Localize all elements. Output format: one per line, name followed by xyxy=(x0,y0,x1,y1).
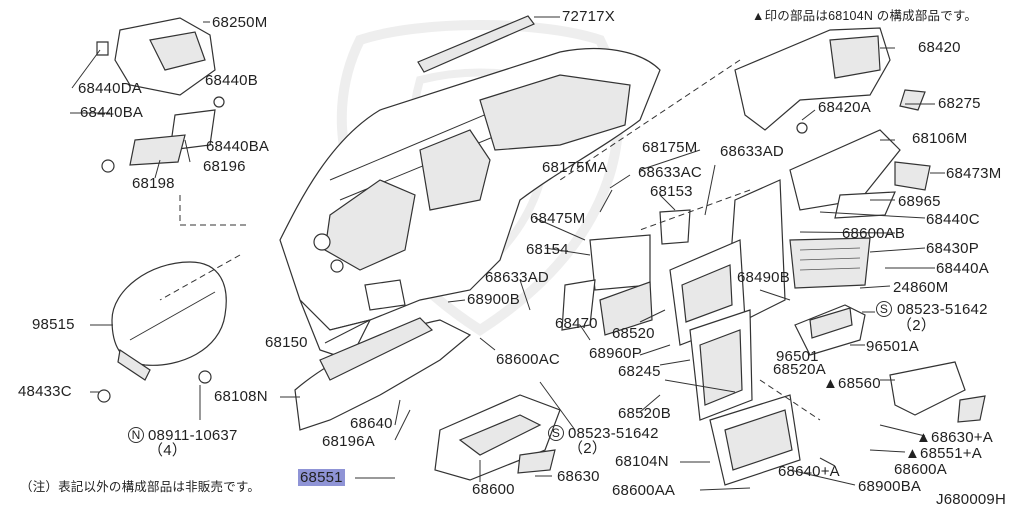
part-label-68640[interactable]: 68640 xyxy=(350,415,393,432)
part-label-72717X[interactable]: 72717X xyxy=(562,8,615,25)
part-label-68420A[interactable]: 68420A xyxy=(818,99,871,116)
instrument-panel xyxy=(279,47,661,361)
part-label-68245[interactable]: 68245 xyxy=(618,363,661,380)
part-label-96501A[interactable]: 96501A xyxy=(866,338,919,355)
part-label-68420[interactable]: 68420 xyxy=(918,39,961,56)
part-qty-08911-10637: （4） xyxy=(148,442,187,459)
part-label-68196[interactable]: 68196 xyxy=(203,158,246,175)
airbag-module xyxy=(97,261,227,403)
part-label-68965[interactable]: 68965 xyxy=(898,193,941,210)
center-bezel xyxy=(669,239,753,421)
part-label-68150[interactable]: 68150 xyxy=(265,334,308,351)
header-note: ▲印の部品は68104N の構成部品です。 xyxy=(752,9,978,23)
part-label-68900B[interactable]: 68900B xyxy=(467,291,520,308)
part-label-68175MA[interactable]: 68175MA xyxy=(542,159,608,176)
part-label-24860M[interactable]: 24860M xyxy=(893,279,949,296)
part-label-68440BA-right[interactable]: 68440BA xyxy=(206,138,270,155)
part-label-68633AD-top[interactable]: 68633AD xyxy=(720,143,784,160)
leader-lines xyxy=(70,16,945,491)
part-label-68106M[interactable]: 68106M xyxy=(912,130,968,147)
lower-box xyxy=(709,394,801,486)
part-label-68633AC[interactable]: 68633AC xyxy=(638,164,702,181)
cluster-hood xyxy=(734,27,926,134)
highlight-68551: 68551 xyxy=(298,469,345,486)
part-label-08523-51642-right[interactable]: 08523-51642 xyxy=(897,301,988,318)
defroster-strip xyxy=(417,15,535,73)
part-label-68175M[interactable]: 68175M xyxy=(642,139,698,156)
part-label-68275[interactable]: 68275 xyxy=(938,95,981,112)
part-label-08911-10637[interactable]: 08911-10637 xyxy=(148,427,238,444)
part-label-68154[interactable]: 68154 xyxy=(526,241,569,258)
part-label-68560[interactable]: ▲68560 xyxy=(823,375,881,392)
heater-control xyxy=(789,237,871,289)
s-circle-mark: S xyxy=(876,301,892,317)
part-qty-08523-51642-lower: （2） xyxy=(568,440,607,457)
part-label-68600AA[interactable]: 68600AA xyxy=(612,482,676,499)
part-label-68104N[interactable]: 68104N xyxy=(615,453,669,470)
part-label-98515[interactable]: 98515 xyxy=(32,316,75,333)
part-label-68551-highlighted[interactable]: 68551 xyxy=(298,469,345,486)
console-lid xyxy=(96,17,225,108)
part-label-68633AD-mid[interactable]: 68633AD xyxy=(485,269,549,286)
part-label-68440B[interactable]: 68440B xyxy=(205,72,258,89)
storage-pocket xyxy=(561,209,691,336)
part-label-68520A[interactable]: 68520A xyxy=(773,361,826,378)
bracket-parts xyxy=(101,109,216,173)
n-circle-mark: N xyxy=(128,427,144,443)
part-label-08523-51642-lower[interactable]: 08523-51642 xyxy=(568,425,659,442)
part-label-68551A[interactable]: ▲68551+A xyxy=(905,445,982,462)
glove-box xyxy=(434,394,561,481)
part-label-48433C[interactable]: 48433C xyxy=(18,383,72,400)
diagram-id: J680009H xyxy=(936,491,1006,508)
part-label-68196A[interactable]: 68196A xyxy=(322,433,375,450)
part-label-68520B[interactable]: 68520B xyxy=(618,405,671,422)
part-label-68900BA[interactable]: 68900BA xyxy=(858,478,922,495)
part-label-68640A[interactable]: 68640+A xyxy=(778,463,840,480)
part-label-68473M[interactable]: 68473M xyxy=(946,165,1002,182)
part-label-68470[interactable]: 68470 xyxy=(555,315,598,332)
part-label-68600AC[interactable]: 68600AC xyxy=(496,351,560,368)
part-label-68430P[interactable]: 68430P xyxy=(926,240,979,257)
part-label-68475M[interactable]: 68475M xyxy=(530,210,586,227)
part-label-68153[interactable]: 68153 xyxy=(650,183,693,200)
part-label-68520[interactable]: 68520 xyxy=(612,325,655,342)
part-label-68490B[interactable]: 68490B xyxy=(737,269,790,286)
part-label-68440A[interactable]: 68440A xyxy=(936,260,989,277)
part-label-96501[interactable]: 96501 xyxy=(776,348,819,365)
part-label-68630[interactable]: 68630 xyxy=(557,468,600,485)
part-label-68600AB[interactable]: 68600AB xyxy=(842,225,906,242)
part-label-68440C[interactable]: 68440C xyxy=(926,211,980,228)
footer-note: （注）表記以外の構成部品は非販売です。 xyxy=(20,480,261,494)
part-qty-08523-51642-right: （2） xyxy=(897,317,936,334)
part-label-68960P[interactable]: 68960P xyxy=(589,345,642,362)
lower-panel xyxy=(294,279,472,431)
part-label-68440BA-left[interactable]: 68440BA xyxy=(80,104,144,121)
tray-parts xyxy=(794,304,986,423)
part-label-68600A[interactable]: 68600A xyxy=(894,461,947,478)
part-label-68440DA[interactable]: 68440DA xyxy=(78,80,142,97)
center-finisher xyxy=(789,129,931,219)
part-label-68600[interactable]: 68600 xyxy=(472,481,515,498)
s-circle-mark-lower: S xyxy=(548,425,564,441)
part-label-68250M[interactable]: 68250M xyxy=(212,14,268,31)
part-label-68630A[interactable]: ▲68630+A xyxy=(916,429,993,446)
part-label-68198[interactable]: 68198 xyxy=(132,175,175,192)
part-label-68108N[interactable]: 68108N xyxy=(214,388,268,405)
